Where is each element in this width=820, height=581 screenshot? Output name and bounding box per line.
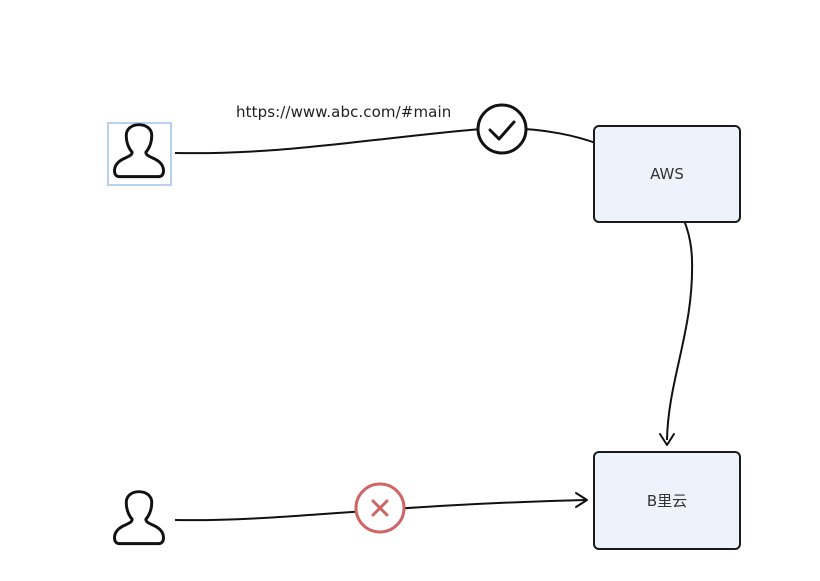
- node-b-cloud-label: B里云: [646, 491, 688, 510]
- user-icon[interactable]: [113, 123, 165, 179]
- connector-arrowhead-b-cloud-left: [575, 492, 588, 508]
- connector-arrowhead-b-cloud-top: [659, 433, 675, 446]
- check-circle-icon: [476, 103, 528, 155]
- x-circle-icon: [354, 482, 406, 534]
- user-icon[interactable]: [113, 490, 165, 546]
- connector-bottom-user-to-b-cloud[interactable]: [174, 499, 586, 522]
- node-b-cloud[interactable]: B里云: [593, 451, 741, 550]
- node-aws[interactable]: AWS: [593, 125, 741, 223]
- node-aws-label: AWS: [650, 165, 684, 183]
- user-selection-box[interactable]: [107, 122, 172, 186]
- connector-url-label: https://www.abc.com/#main: [236, 103, 452, 121]
